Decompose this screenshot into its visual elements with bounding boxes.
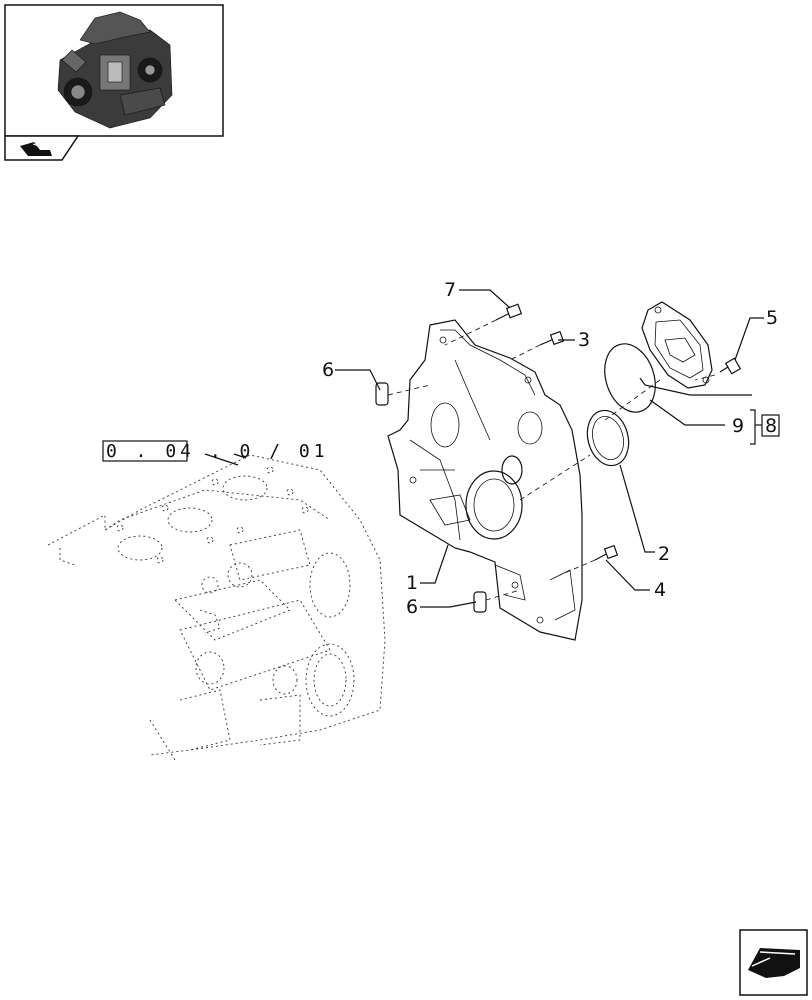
gear-cover-part-1[interactable]	[387, 319, 583, 641]
seal-part-2[interactable]	[581, 406, 634, 470]
next-page-arrow-icon[interactable]	[739, 929, 808, 996]
callout-8: 8	[765, 415, 777, 437]
o-ring-part-9[interactable]	[596, 337, 663, 418]
pump-cover-part-9[interactable]	[641, 301, 713, 389]
callout-9: 9	[732, 415, 744, 437]
engine-block-ghost	[47, 454, 386, 761]
callout-5: 5	[766, 307, 778, 329]
reference-code-label[interactable]: 0 . 04 . 0 / 01	[102, 440, 329, 466]
callout-4: 4	[654, 579, 666, 601]
callout-1: 1	[406, 572, 418, 594]
bolt-part-4[interactable]	[594, 544, 619, 561]
leader-lines	[335, 289, 764, 608]
callout-8-box[interactable]: 8	[761, 414, 780, 437]
callout-7: 7	[444, 279, 456, 301]
reference-code-text: 0 . 04 . 0 / 01	[106, 441, 329, 462]
callout-3: 3	[578, 329, 590, 351]
engine-thumbnail-icon[interactable]	[4, 4, 224, 137]
callout-6-upper: 6	[322, 359, 334, 381]
bolt-part-3[interactable]	[539, 330, 565, 346]
callout-2: 2	[658, 543, 670, 565]
callout-6-lower: 6	[406, 596, 418, 618]
bolt-part-5[interactable]	[719, 357, 742, 375]
previous-page-arrow-icon[interactable]	[4, 135, 80, 161]
